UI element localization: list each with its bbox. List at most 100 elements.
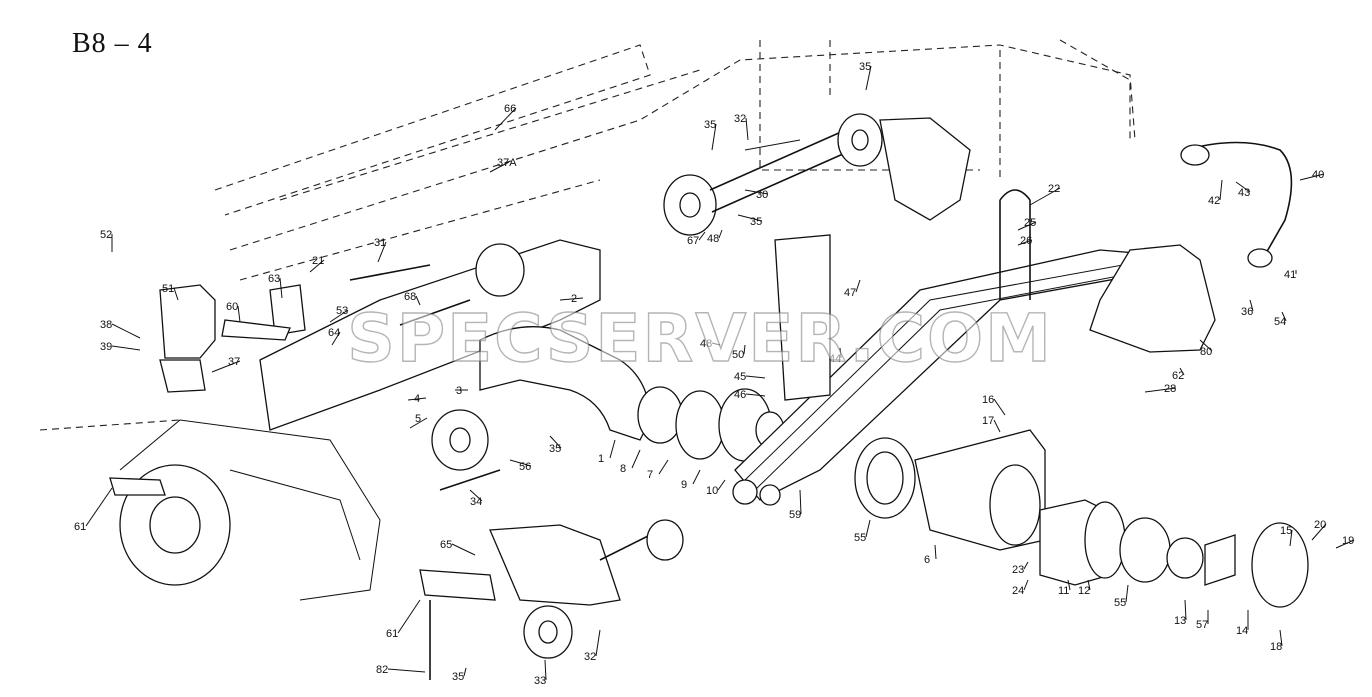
leader-line-35 [711,123,717,151]
leader-line-37 [211,360,241,373]
part-label-45: 45 [734,371,746,383]
leader-line-25 [1017,221,1037,231]
leader-line-12 [1087,579,1091,591]
leader-line-35 [737,214,763,222]
leader-line-63 [279,277,283,299]
part-label-20: 20 [1314,519,1326,531]
leader-line-33 [544,659,547,681]
leader-line-34 [469,489,483,502]
part-label-3: 3 [456,385,462,397]
leader-line-7 [658,459,669,475]
part-label-57: 57 [1196,619,1208,631]
part-label-6: 6 [924,554,930,566]
part-label-38: 38 [100,319,112,331]
part-label-61: 61 [386,628,398,640]
leader-line-13 [1184,599,1187,621]
leader-line-35 [549,435,562,449]
part-label-66: 66 [504,103,516,115]
leader-line-66 [494,107,517,131]
leader-line-18 [1279,629,1283,647]
part-label-67: 67 [687,235,699,247]
cable-40 [1180,141,1293,268]
part-label-1: 1 [598,453,604,465]
upper-torque-rod [663,113,971,236]
part-label-32: 32 [584,651,596,663]
part-label-37A: 37A [497,157,517,169]
leader-line-82 [387,668,426,673]
leader-line-35 [865,65,872,91]
leader-line-60 [237,305,241,323]
part-label-37: 37 [228,356,240,368]
part-label-47: 47 [844,287,856,299]
diagram-title: B8 – 4 [72,28,153,59]
leader-line-28 [1144,387,1177,393]
leader-line-21 [309,259,325,273]
leader-line-61 [397,599,421,634]
leader-line-59 [799,489,802,515]
watermark: SPECSERVER.COM [346,299,1053,377]
leader-line-22 [1029,187,1061,206]
leader-line-46 [745,393,766,397]
part-label-25: 25 [1024,217,1036,229]
leader-line-24 [1023,579,1029,591]
part-label-14: 14 [1236,625,1248,637]
leader-line-40 [1299,173,1325,181]
part-label-21: 21 [312,255,324,267]
leader-line-45 [745,375,766,379]
leader-line-4 [407,397,427,401]
leader-line-30 [744,189,769,195]
leader-line-32 [745,117,749,141]
part-label-62: 62 [1172,370,1184,382]
part-label-46: 46 [734,389,746,401]
part-label-15: 15 [1280,525,1292,537]
part-label-55: 55 [854,532,866,544]
leader-line-23 [1023,561,1029,570]
part-label-48: 48 [707,233,719,245]
part-label-82: 82 [376,664,388,676]
leader-line-26 [1017,239,1033,246]
leader-line-47 [855,279,861,293]
leader-line-42 [1219,179,1223,201]
leader-line-44 [839,347,842,359]
part-label-35: 35 [452,671,464,683]
part-label-32: 32 [734,113,746,125]
part-label-43: 43 [1238,187,1250,199]
part-label-13: 13 [1174,615,1186,627]
wheel-hub-left [109,419,381,601]
part-label-24: 24 [1012,585,1024,597]
leaf-spring [732,189,1216,506]
part-label-12: 12 [1078,585,1090,597]
part-label-2: 2 [571,293,577,305]
part-label-53: 53 [336,305,348,317]
part-label-51: 51 [162,283,174,295]
part-label-65: 65 [440,539,452,551]
part-label-41: 41 [1284,269,1296,281]
leader-line-6 [934,544,937,560]
leader-line-32 [595,629,601,657]
leader-line-48 [711,342,721,346]
part-label-52: 52 [100,229,112,241]
part-label-44: 44 [829,353,841,365]
part-label-55: 55 [1114,597,1126,609]
part-label-30: 30 [756,189,768,201]
leader-line-37A [489,161,510,173]
leader-line-64 [331,331,341,346]
leader-line-8 [631,449,641,469]
part-label-10: 10 [706,485,718,497]
leader-line-15 [1289,529,1293,547]
part-label-9: 9 [681,479,687,491]
leader-line-10 [717,479,726,491]
part-label-42: 42 [1208,195,1220,207]
part-label-8: 8 [620,463,626,475]
axle-right [854,429,1309,608]
part-label-56: 56 [519,461,531,473]
part-label-40: 40 [1312,169,1324,181]
leader-line-68 [415,295,421,306]
part-label-68: 68 [404,291,416,303]
part-label-61: 61 [74,521,86,533]
leader-line-5 [409,417,428,429]
leader-line-54 [1281,311,1287,322]
